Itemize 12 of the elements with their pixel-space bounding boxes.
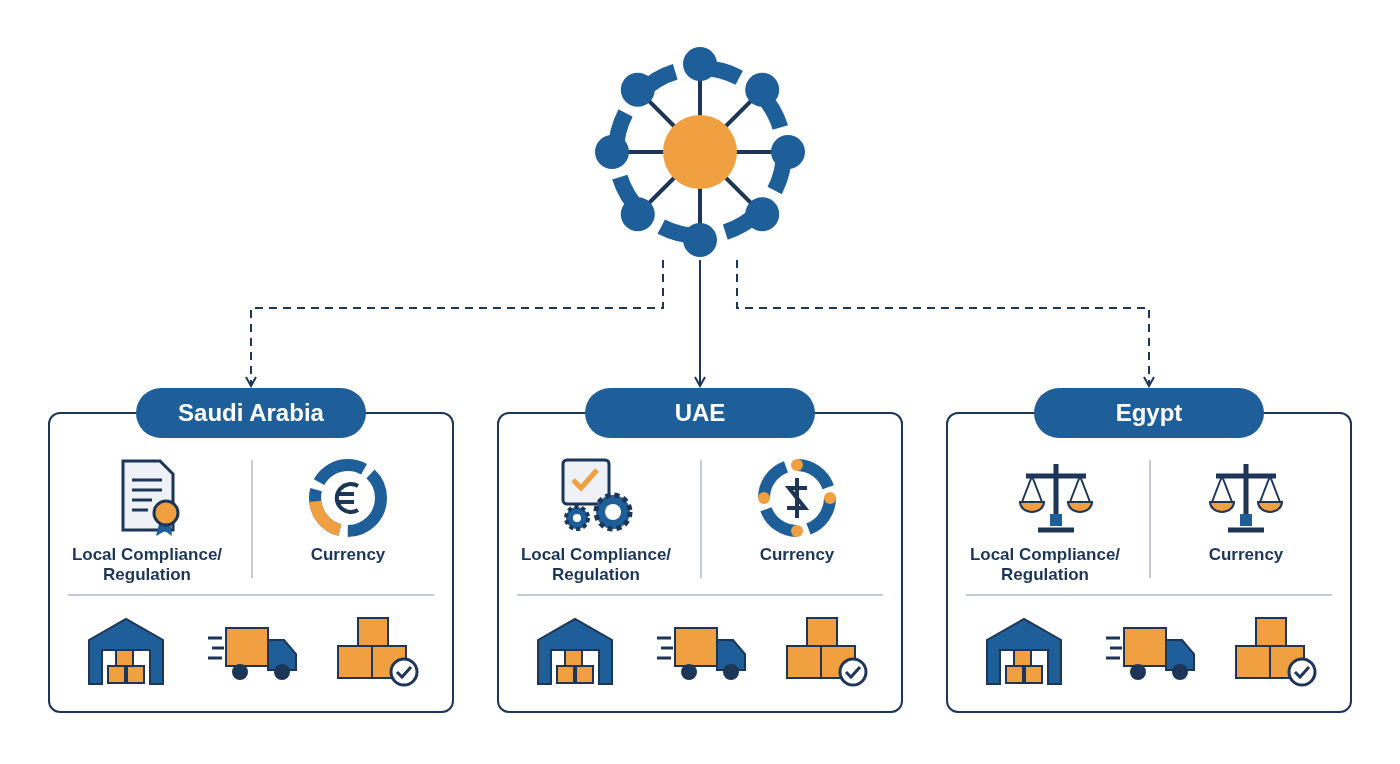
caption-text: Currency bbox=[309, 545, 387, 565]
country-title-pill: Saudi Arabia bbox=[136, 388, 366, 438]
country-title-pill: Egypt bbox=[1034, 388, 1264, 438]
arrow bbox=[245, 259, 664, 387]
country-title-pill: UAE bbox=[585, 388, 815, 438]
arrow bbox=[736, 259, 1155, 387]
caption-text: Local Compliance/ Regulation bbox=[968, 545, 1122, 585]
caption-text: Local Compliance/ Regulation bbox=[70, 545, 224, 585]
caption-text: Currency bbox=[758, 545, 836, 565]
caption-text: Local Compliance/ Regulation bbox=[519, 545, 673, 585]
caption-text: Currency bbox=[1207, 545, 1285, 565]
arrow bbox=[694, 259, 706, 387]
